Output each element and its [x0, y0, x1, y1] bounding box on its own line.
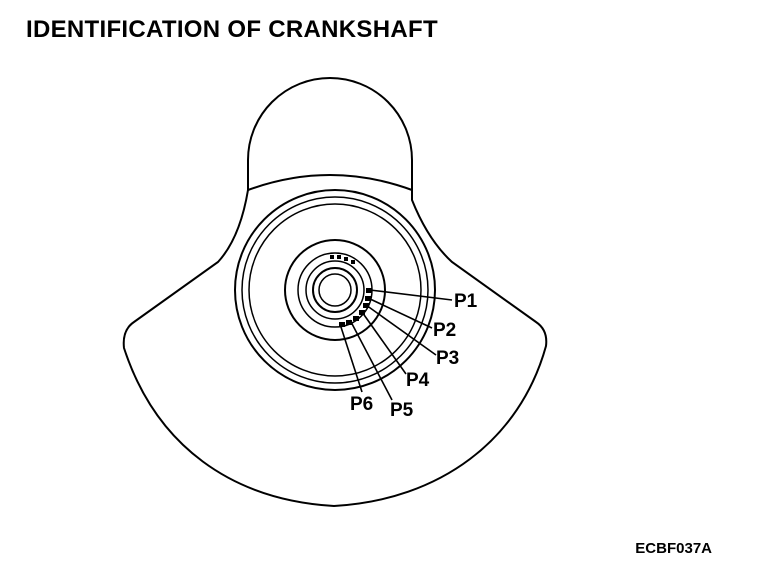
- nose-ring-4: [318, 273, 352, 307]
- crankshaft-web-outline: [122, 77, 548, 508]
- leader-p1: [369, 289, 453, 301]
- label-p4: P4: [406, 370, 430, 391]
- label-p2: P2: [433, 320, 456, 341]
- leader-p2: [367, 297, 433, 329]
- leader-lines: [339, 289, 453, 401]
- label-p3: P3: [436, 348, 459, 369]
- cap-base-arc: [247, 174, 413, 191]
- journal-ring: [284, 239, 386, 341]
- leader-p5: [349, 319, 393, 401]
- label-p1: P1: [454, 291, 478, 312]
- leader-p4: [361, 311, 407, 375]
- top-marks: [330, 255, 355, 264]
- flange-ring-3: [248, 203, 422, 377]
- label-p5: P5: [390, 400, 414, 421]
- flange-outer-ring: [234, 189, 436, 391]
- nose-ring-3: [312, 267, 358, 313]
- page-title: IDENTIFICATION OF CRANKSHAFT: [26, 16, 438, 43]
- nose-ring-2: [305, 260, 365, 320]
- flange-ring-2: [241, 196, 429, 384]
- figure-code: ECBF037A: [635, 540, 712, 557]
- leader-p6: [339, 323, 363, 393]
- nose-ring-1: [297, 252, 373, 328]
- label-p6: P6: [350, 394, 373, 415]
- leader-p3: [365, 304, 437, 356]
